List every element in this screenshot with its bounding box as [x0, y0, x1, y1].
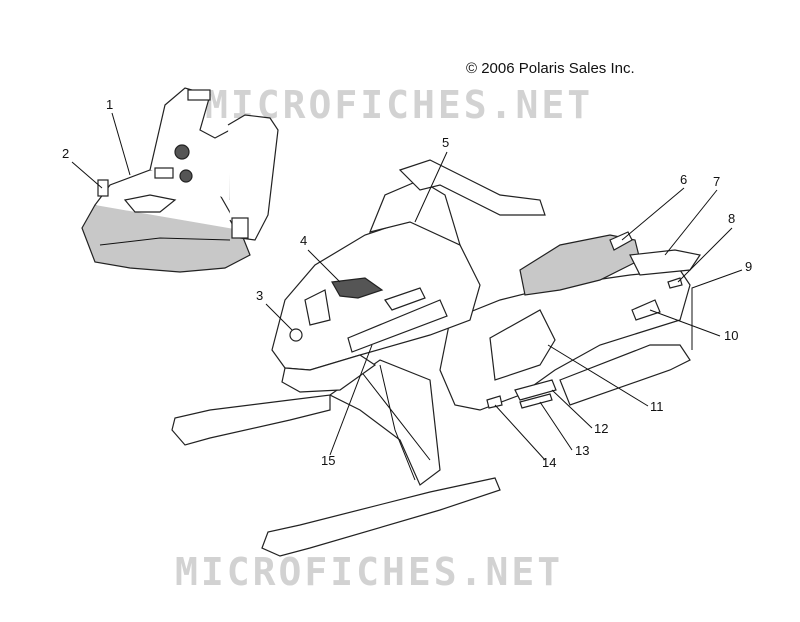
- decal-8: [667, 277, 683, 289]
- windshield: [369, 179, 461, 247]
- side-latch: [97, 179, 109, 197]
- callout-11: 11: [650, 399, 664, 414]
- console-inset: [81, 87, 279, 273]
- decal-11: [489, 309, 556, 381]
- snowmobile-main: [171, 159, 701, 557]
- leader-12: [551, 389, 593, 429]
- decal-4: [331, 277, 384, 299]
- ski-right: [261, 477, 501, 557]
- leader-1: [111, 112, 131, 176]
- ski-left: [171, 394, 331, 446]
- callout-2: 2: [62, 146, 69, 161]
- leader-10: [649, 309, 721, 337]
- front-suspension: [328, 359, 441, 486]
- gauge-knob: [179, 169, 193, 183]
- leader-7: [664, 189, 718, 256]
- callout-8: 8: [728, 211, 735, 226]
- leader-5: [414, 151, 448, 223]
- callout-4: 4: [300, 233, 307, 248]
- decal-3: [289, 328, 303, 342]
- callouts: 1 2 3 4 5 6 7 8 9 10 11 12 13: [62, 97, 752, 470]
- callout-3: 3: [256, 288, 263, 303]
- decal-console: [123, 194, 177, 213]
- decal-15: [347, 299, 448, 353]
- callout-7: 7: [713, 174, 720, 189]
- hood-vent-left: [304, 289, 331, 326]
- rear-rack: [629, 249, 701, 276]
- leader-4: [307, 249, 341, 283]
- decal-10: [631, 299, 661, 321]
- copyright-notice: © 2006 Polaris Sales Inc.: [466, 60, 635, 77]
- leader-13: [539, 401, 573, 451]
- callout-10: 10: [724, 328, 738, 343]
- shock-absorber: [379, 364, 416, 481]
- callout-9: 9: [745, 259, 752, 274]
- leader-8: [677, 227, 733, 283]
- callout-1: 1: [106, 97, 113, 112]
- stripe-line: [99, 237, 231, 246]
- hood-vent-right: [384, 287, 426, 311]
- side-clip: [231, 217, 249, 239]
- nose-cone: [281, 354, 377, 393]
- decal-12: [514, 379, 557, 401]
- leader-2: [71, 161, 103, 189]
- ignition-switch: [174, 144, 190, 160]
- decal-14: [486, 395, 503, 409]
- leader-11: [547, 344, 649, 407]
- callout-6: 6: [680, 172, 687, 187]
- leader-6: [621, 187, 685, 241]
- callout-13: 13: [575, 443, 589, 458]
- windshield-tab: [187, 89, 211, 101]
- handlebar: [398, 159, 546, 216]
- decal-13: [519, 393, 553, 409]
- callout-5: 5: [442, 135, 449, 150]
- callout-15: 15: [321, 453, 335, 468]
- a-arm: [359, 369, 431, 461]
- leader-14: [494, 404, 546, 461]
- leader-3: [265, 303, 293, 331]
- watermark-bottom: MICROFICHES.NET: [175, 550, 563, 594]
- callout-14: 14: [542, 455, 556, 470]
- callout-12: 12: [594, 421, 608, 436]
- leader-15: [329, 344, 373, 456]
- rear-track: [559, 344, 691, 406]
- leader-9: [691, 269, 743, 350]
- switch-block: [154, 167, 174, 179]
